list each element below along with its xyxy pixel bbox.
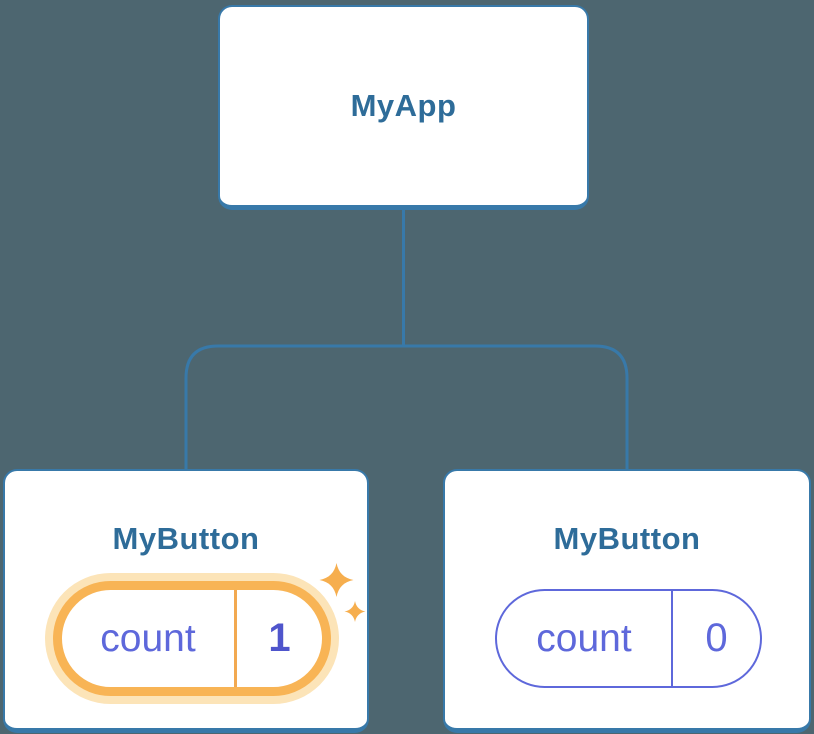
state-key: count xyxy=(100,616,196,660)
state-value: 1 xyxy=(268,616,291,660)
state-key: count xyxy=(536,616,632,660)
state-pill-highlighted: count 1 xyxy=(53,581,331,696)
component-node-myapp: MyApp xyxy=(218,5,589,210)
state-pill-highlight-halo: count 1 xyxy=(45,573,339,704)
component-label: MyButton xyxy=(112,521,260,556)
component-label: MyButton xyxy=(553,521,701,556)
state-key-segment: count xyxy=(497,591,673,686)
component-label: MyApp xyxy=(350,88,457,123)
sparkle-icon xyxy=(319,563,354,597)
state-value: 0 xyxy=(705,616,728,660)
state-value-segment: 0 xyxy=(673,591,760,686)
component-node-mybutton-right: MyButton count 0 xyxy=(443,469,811,733)
state-value-segment: 1 xyxy=(237,590,322,687)
sparkle-icon xyxy=(344,601,366,622)
state-pill: count 0 xyxy=(495,589,762,688)
state-key-segment: count xyxy=(62,590,237,687)
component-node-mybutton-left: MyButton count 1 xyxy=(3,469,369,733)
